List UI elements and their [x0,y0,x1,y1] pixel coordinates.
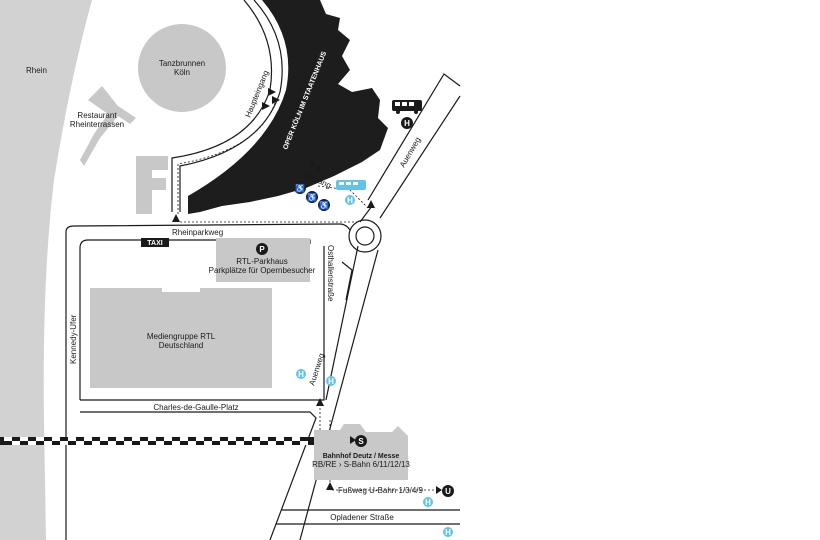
main-entrance-label: Haupteingang [244,69,271,119]
bus-icon [392,100,422,114]
rheinparkweg-label: Rheinparkweg [172,228,223,237]
river-rhein [0,0,92,540]
parking-label-2: Parkplätze für Opernbesucher [209,266,316,275]
osthallenstrasse-label: Osthallenstraße [326,245,335,302]
parking-symbol: P [259,245,265,254]
restaurant-label-2: Rheinterrassen [70,120,124,129]
restaurant-label-1: Restaurant [77,111,117,120]
rtl-building [90,288,272,388]
rtl-label-2: Deutschland [159,341,203,350]
restaurant-building [80,86,136,166]
ubahn-icon [442,485,454,497]
rtl-label-1: Mediengruppe RTL [147,332,216,341]
accessible-symbol-2: ♿ [307,192,317,202]
tram-stop-corner-symbol: H [445,528,451,537]
river-label: Rhein [26,66,47,75]
station-label-1: Bahnhof Deutz / Messe [323,453,400,460]
tram-stop-entrance-symbol: H [347,196,353,205]
tram-icon [336,180,366,190]
auenweg-label-mid: Auenweg [307,352,326,387]
sbahn-symbol: S [358,437,364,446]
kennedy-label: Kennedy-Ufer [69,314,78,364]
tanzbrunnen-label-1: Tanzbrunnen [159,59,205,68]
opladener-label: Opladener Straße [330,513,394,522]
road-network [65,0,461,540]
station-building [314,424,408,480]
entrance-arrows [172,88,442,494]
tram-stop-left [296,369,306,379]
tram-stop-south-symbol: H [425,498,431,507]
tram-stop-corner [443,527,453,537]
station-label-2: RB/RE › S-Bahn 6/11/12/13 [312,460,410,469]
tram-stop-left-symbol: H [298,370,304,379]
parking-icon [256,243,268,255]
tram-stop-entrance [345,195,355,205]
accessible-symbol-3: ♿ [319,200,329,210]
taxi-sign [141,238,169,247]
accessible-parking-icons: ♿ ♿ ♿ [294,182,330,211]
parking-label-1: RTL-Parkhaus [236,257,287,266]
railway [0,437,320,445]
tanzbrunnen-label-2: Köln [174,68,190,77]
tram-stop-right [326,376,336,386]
taxi-label: TAXI [147,240,162,247]
footpath-label: Fußweg U-Bahn 1/3/4/9 [338,486,423,495]
small-building [136,156,168,214]
tram-stop-south [423,497,433,507]
sbahn-icon [355,435,367,447]
opera-building [188,0,388,214]
charles-label: Charles-de-Gaulle-Platz [153,403,238,412]
bus-stop-icon [401,117,413,129]
ubahn-symbol: U [445,487,451,496]
tanzbrunnen-fountain [138,24,226,112]
tram-stop-right-symbol: H [328,377,334,386]
auenweg-label-top: Auenweg [398,136,422,169]
tram-stop-icons: H H H H H [296,195,453,537]
accessible-symbol-1: ♿ [295,183,305,193]
bus-stop-symbol: H [404,119,410,128]
